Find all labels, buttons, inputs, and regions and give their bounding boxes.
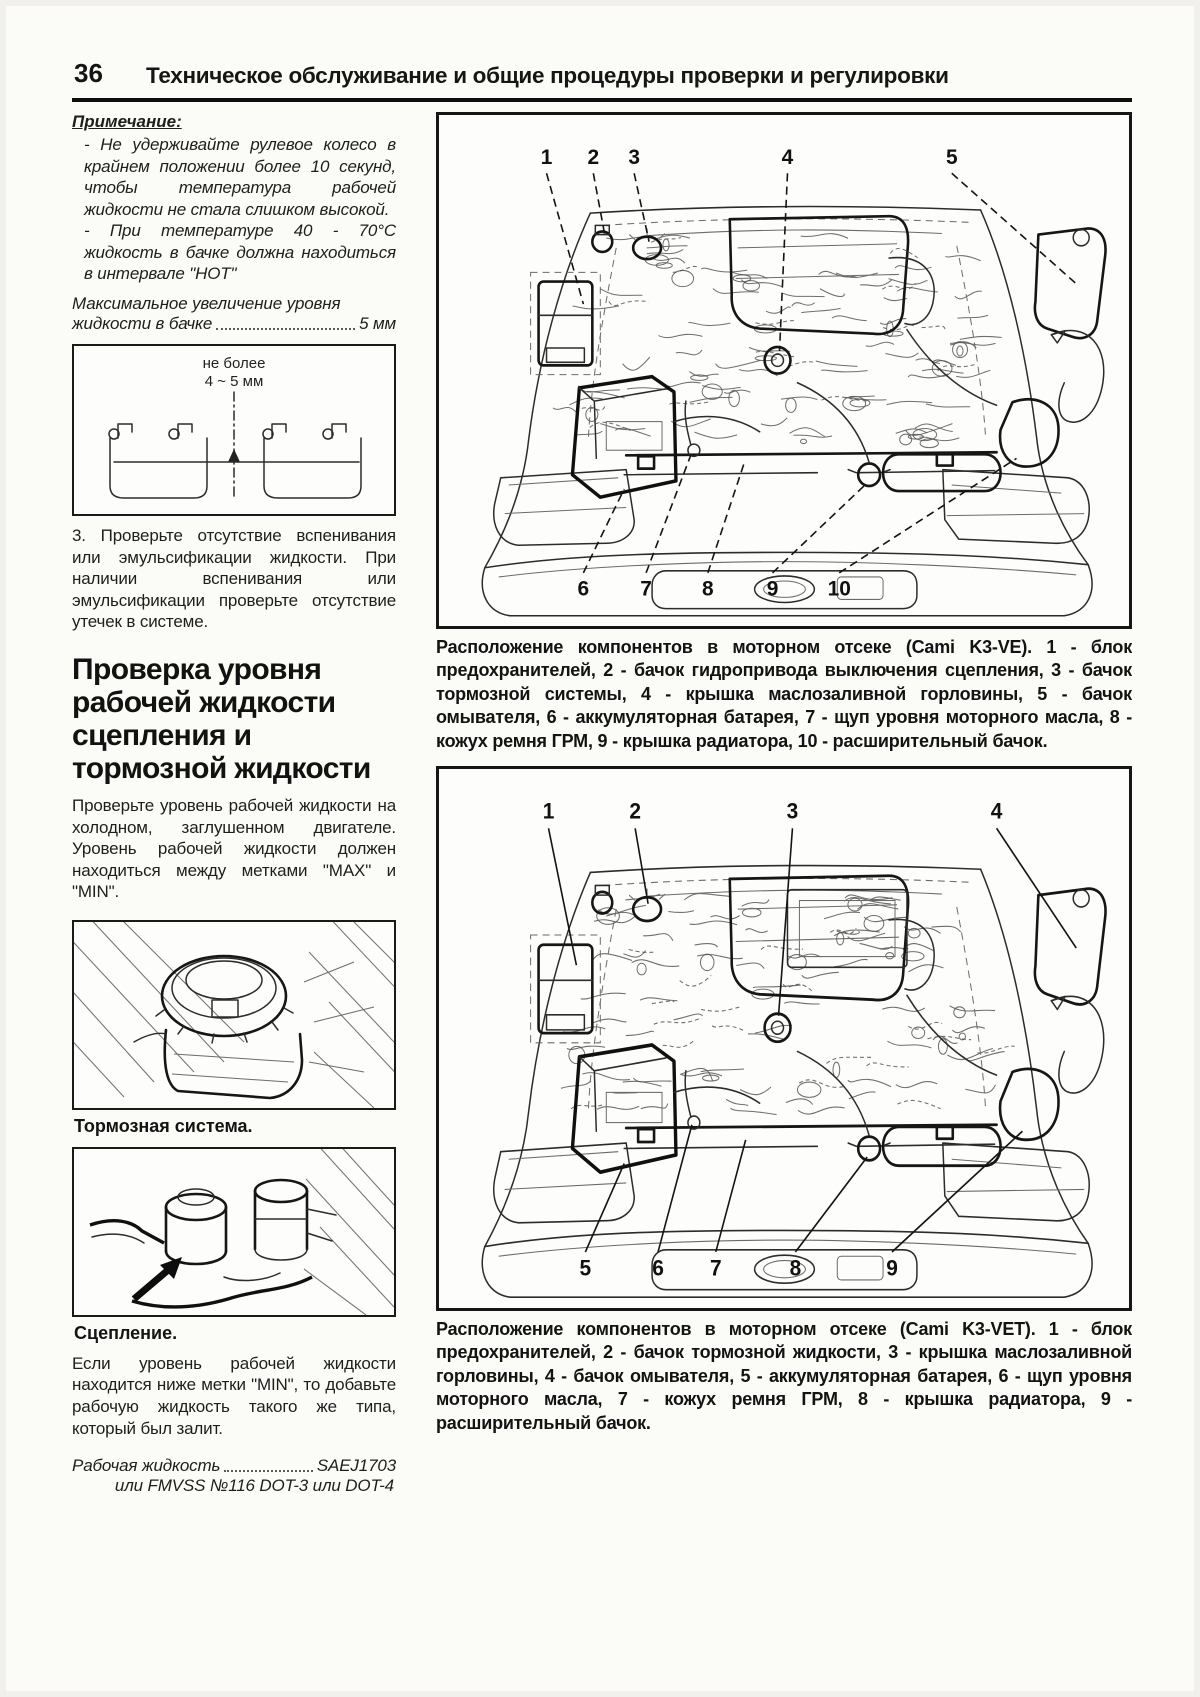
fluid-spec-line2: или FMVSS №116 DOT-3 или DOT-4: [114, 1476, 394, 1496]
left-column: Примечание: - Не удерживайте рулевое кол…: [72, 112, 396, 1496]
header-rule: [72, 98, 1132, 102]
callout-leader-line: [584, 1163, 625, 1253]
engine-figure-1-caption: Расположение компонентов в моторном отсе…: [436, 637, 1132, 751]
brake-figure: [72, 919, 396, 1110]
spec-label: жидкости в бачке: [72, 314, 213, 334]
callout-number: 8: [790, 1255, 802, 1281]
engine-figure-2-caption: Расположение компонентов в моторном отсе…: [436, 1318, 1132, 1433]
callout-number: 6: [578, 577, 590, 600]
callout-number: 1: [541, 146, 553, 169]
callout-number: 6: [652, 1255, 664, 1281]
callout-leader-line: [891, 1130, 1023, 1253]
clutch-figure-caption: Сцепление.: [74, 1322, 178, 1343]
clutch-figure: [72, 1146, 396, 1317]
callout-number: 7: [640, 577, 652, 600]
engine-clutter: [560, 892, 1015, 1116]
brake-figure-drawing: [74, 921, 394, 1108]
callout-leader-line: [545, 173, 585, 305]
clutch-figure-drawing: [89, 1148, 394, 1315]
callout-number: 2: [629, 798, 641, 824]
callout-leader-line: [715, 1139, 747, 1253]
callout-number: 9: [886, 1255, 898, 1281]
engine-figure-2: 1 2 3 4 5 6 7 8 9: [436, 765, 1132, 1311]
callout-number: 2: [588, 146, 600, 169]
right-column: 1 2 3 4 5 6 7 8 9 10 Расположение компонентов в м…: [436, 112, 1132, 1448]
section-heading: Проверка уровня рабочей жидкости сцеплен…: [72, 652, 371, 785]
callout-number: 3: [628, 146, 640, 169]
callout-leader-line: [777, 828, 794, 1016]
spec-max-increase-line1: Максимальное увеличение уровня: [72, 294, 341, 314]
add-fluid-paragraph: Если уровень рабочей жидкости находится …: [72, 1353, 396, 1438]
callout-number: 3: [787, 798, 799, 824]
engine-bay-drawing-k3ve: 1 2 3 4 5 6 7 8 9 10: [480, 146, 1108, 618]
callout-leader-line: [995, 827, 1077, 949]
callout-number: 10: [828, 577, 851, 600]
dot-leader: [224, 1470, 313, 1473]
figure-callouts: 1 2 3 4 5 6 7 8 9: [543, 798, 1077, 1281]
callout-leader-line: [707, 464, 745, 574]
note-item: - Не удерживайте рулевое колесо в крайне…: [84, 135, 396, 219]
callout-number: 5: [946, 146, 958, 169]
fluid-spec-value: SAEJ1703: [316, 1456, 396, 1476]
callout-leader-line: [838, 457, 1017, 574]
page-number: 36: [74, 58, 103, 88]
engine-clutter: [552, 233, 1002, 449]
spec-max-increase-line2: жидкости в бачке 5 мм: [72, 314, 396, 334]
callout-leader-line: [582, 488, 625, 574]
level-annotation-line2: 4 ~ 5 мм: [205, 373, 264, 390]
foam-check-paragraph: 3. Проверьте отсутствие вспенивания или …: [72, 526, 396, 632]
dot-leader: [216, 328, 356, 331]
engine-bay-drawing-k3vet: 1 2 3 4 5 6 7 8 9: [480, 798, 1108, 1300]
callout-number: 9: [767, 577, 779, 600]
figure-callouts: 1 2 3 4 5 6 7 8 9 10: [541, 146, 1078, 600]
callout-number: 8: [702, 577, 714, 600]
note-label: Примечание:: [72, 112, 182, 131]
engine-figure-1: 1 2 3 4 5 6 7 8 9 10: [436, 112, 1132, 629]
callout-leader-line: [592, 173, 607, 238]
callout-leader-line: [645, 451, 693, 574]
callout-leader-line: [547, 828, 578, 966]
callout-leader-line: [634, 828, 649, 904]
level-check-paragraph: Проверьте уровень рабочей жидкости на хо…: [72, 795, 396, 902]
fluid-spec-line1: Рабочая жидкость SAEJ1703: [72, 1456, 396, 1476]
page-title: Техническое обслуживание и общие процеду…: [146, 63, 949, 88]
fluid-spec-label: Рабочая жидкость: [72, 1456, 221, 1476]
note-item: - При температуре 40 - 70°С жидкость в б…: [84, 221, 396, 284]
callout-number: 5: [580, 1255, 592, 1281]
callout-number: 1: [543, 798, 555, 824]
callout-leader-line: [778, 173, 789, 352]
callout-number: 4: [782, 146, 794, 169]
level-annotation-line1: не более: [203, 355, 266, 372]
callout-leader-line: [657, 1124, 693, 1253]
brake-figure-caption: Тормозная система.: [74, 1115, 253, 1136]
level-figure-drawing: не более 4 ~ 5 мм: [108, 355, 362, 499]
callout-leader-line: [772, 482, 868, 574]
callout-leader-line: [794, 1156, 868, 1253]
callout-number: 4: [991, 798, 1003, 824]
callout-number: 7: [710, 1255, 722, 1281]
callout-leader-line: [633, 173, 650, 242]
spec-value: 5 мм: [359, 314, 396, 334]
callout-leader-line: [951, 172, 1078, 286]
level-figure: не более 4 ~ 5 мм: [72, 344, 396, 517]
